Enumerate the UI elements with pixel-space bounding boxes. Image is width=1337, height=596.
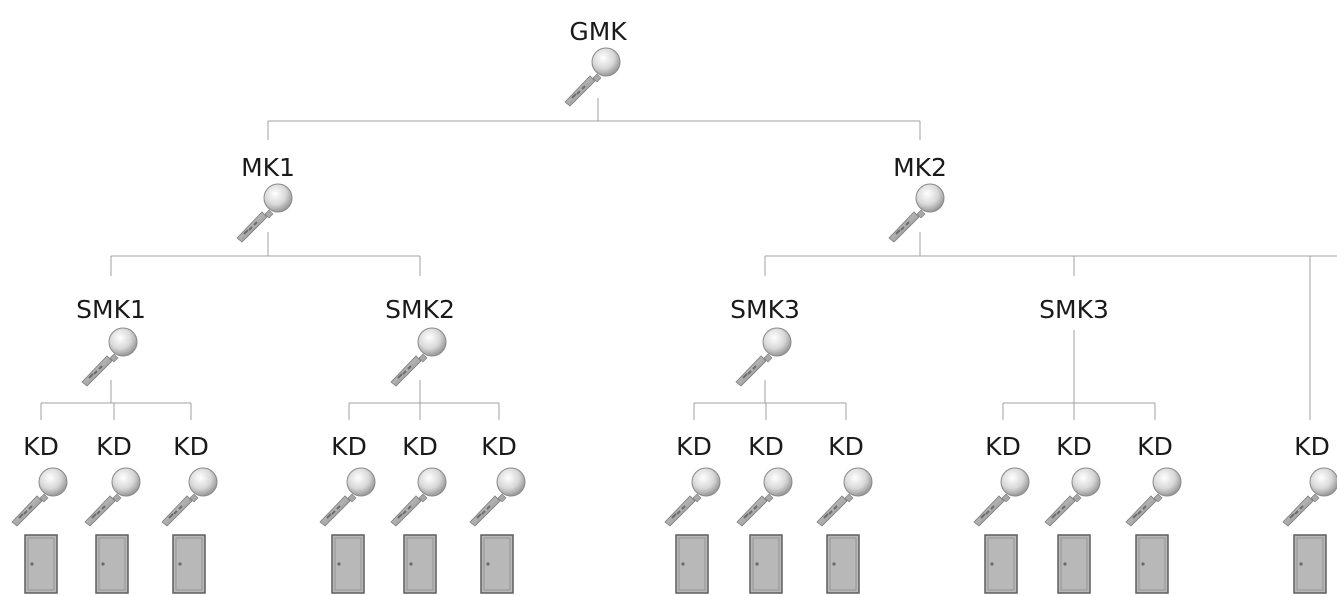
door-icon (480, 534, 514, 594)
key-icon (319, 467, 376, 527)
door-icon (826, 534, 860, 594)
door-icon (1057, 534, 1091, 594)
label-mk2: MK2 (893, 153, 947, 182)
key-icon (564, 47, 621, 107)
label-smk2: SMK2 (385, 295, 455, 324)
key-icon (736, 467, 793, 527)
key-icon (1282, 467, 1337, 527)
kd-keys (11, 467, 1337, 527)
label-kd: KD (23, 432, 59, 461)
label-kd: KD (676, 432, 712, 461)
door-icon (331, 534, 365, 594)
label-kd: KD (828, 432, 864, 461)
key-icon (11, 467, 68, 527)
label-kd: KD (985, 432, 1021, 461)
label-kd: KD (748, 432, 784, 461)
node-smk3-second: SMK3 (1039, 295, 1109, 324)
label-kd: KD (1056, 432, 1092, 461)
door-icon (1293, 534, 1327, 594)
key-icon (1125, 467, 1182, 527)
connector-lines (40, 98, 1337, 420)
key-icon (664, 467, 721, 527)
label-kd: KD (402, 432, 438, 461)
key-icon (236, 183, 293, 243)
key-icon (390, 327, 447, 387)
door-icon (24, 534, 58, 594)
key-icon (888, 183, 945, 243)
label-kd: KD (1137, 432, 1173, 461)
node-mk1: MK1 (236, 153, 295, 243)
kd-labels: KD KD KD KD KD KD KD KD KD KD KD KD KD (23, 432, 1330, 461)
door-icon (749, 534, 783, 594)
door-icon (675, 534, 709, 594)
label-kd: KD (173, 432, 209, 461)
key-icon (973, 467, 1030, 527)
key-icon (1044, 467, 1101, 527)
label-kd: KD (1294, 432, 1330, 461)
node-mk2: MK2 (888, 153, 947, 243)
key-icon (81, 327, 138, 387)
door-icon (403, 534, 437, 594)
door-icon (984, 534, 1018, 594)
label-gmk: GMK (569, 17, 627, 46)
label-kd: KD (96, 432, 132, 461)
label-mk1: MK1 (241, 153, 295, 182)
node-smk3-first: SMK3 (730, 295, 800, 387)
key-icon (735, 327, 792, 387)
key-icon (390, 467, 447, 527)
door-icon (95, 534, 129, 594)
label-kd: KD (481, 432, 517, 461)
key-icon (161, 467, 218, 527)
key-icon (816, 467, 873, 527)
node-gmk: GMK (564, 17, 627, 107)
door-icon (1135, 534, 1169, 594)
door-icon (172, 534, 206, 594)
key-icon (469, 467, 526, 527)
label-smk3-first: SMK3 (730, 295, 800, 324)
label-smk3-second: SMK3 (1039, 295, 1109, 324)
node-smk2: SMK2 (385, 295, 455, 387)
key-icon (84, 467, 141, 527)
label-kd: KD (331, 432, 367, 461)
doors (24, 534, 1327, 594)
label-smk1: SMK1 (76, 295, 146, 324)
node-smk1: SMK1 (76, 295, 146, 387)
